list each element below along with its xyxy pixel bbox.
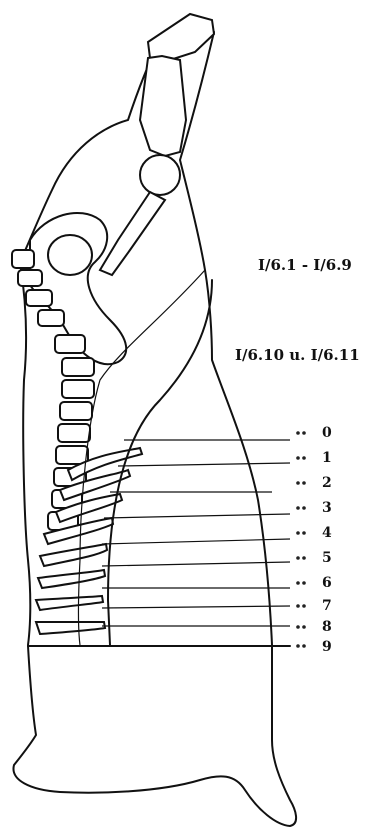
flank-boundary [108,280,212,645]
cut-number-3: 3 [322,500,332,516]
hock-bone [148,14,214,60]
leader-dots [296,431,306,648]
back-outline [180,32,272,645]
femur-bone [100,192,165,275]
ribs [36,448,142,634]
reference-upper: I/6.1 - I/6.9 [258,256,352,274]
cut-number-6: 6 [322,575,332,591]
pelvis-hole [48,235,92,275]
cut-number-9: 9 [322,639,332,655]
shank-bone [140,56,186,156]
cut-numbers: 0 1 2 3 4 5 6 7 8 9 [322,425,332,655]
cut-number-2: 2 [322,475,332,491]
cut-number-0: 0 [322,425,332,441]
reference-lower: I/6.10 u. I/6.11 [235,346,360,364]
cut-number-7: 7 [322,598,332,614]
cut-number-4: 4 [322,525,332,541]
lower-outline [13,646,296,826]
knee-joint [140,155,180,195]
cut-number-5: 5 [322,550,332,566]
cut-number-8: 8 [322,619,332,635]
cut-number-1: 1 [322,450,332,466]
